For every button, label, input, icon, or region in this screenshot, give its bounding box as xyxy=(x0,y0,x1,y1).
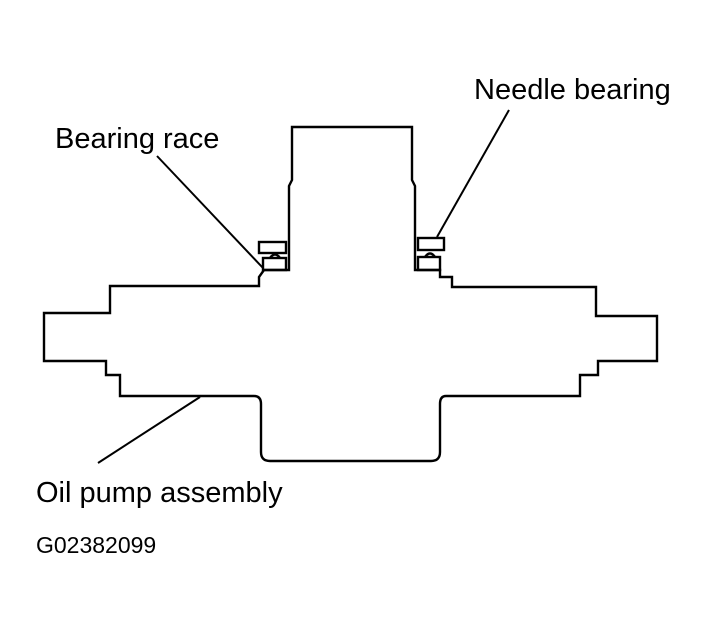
label-needle-bearing: Needle bearing xyxy=(474,74,671,106)
leader-oil-pump-assembly xyxy=(97,396,201,464)
leader-bearing-race xyxy=(156,155,264,269)
label-bearing-race: Bearing race xyxy=(55,123,219,155)
leader-needle-bearing xyxy=(436,109,510,238)
oil-pump-body-outline xyxy=(42,125,659,463)
label-oil-pump-assembly: Oil pump assembly xyxy=(36,477,283,509)
figure-id: G02382099 xyxy=(36,532,156,558)
bearing-race xyxy=(257,240,288,272)
needle-bearing xyxy=(416,236,446,272)
